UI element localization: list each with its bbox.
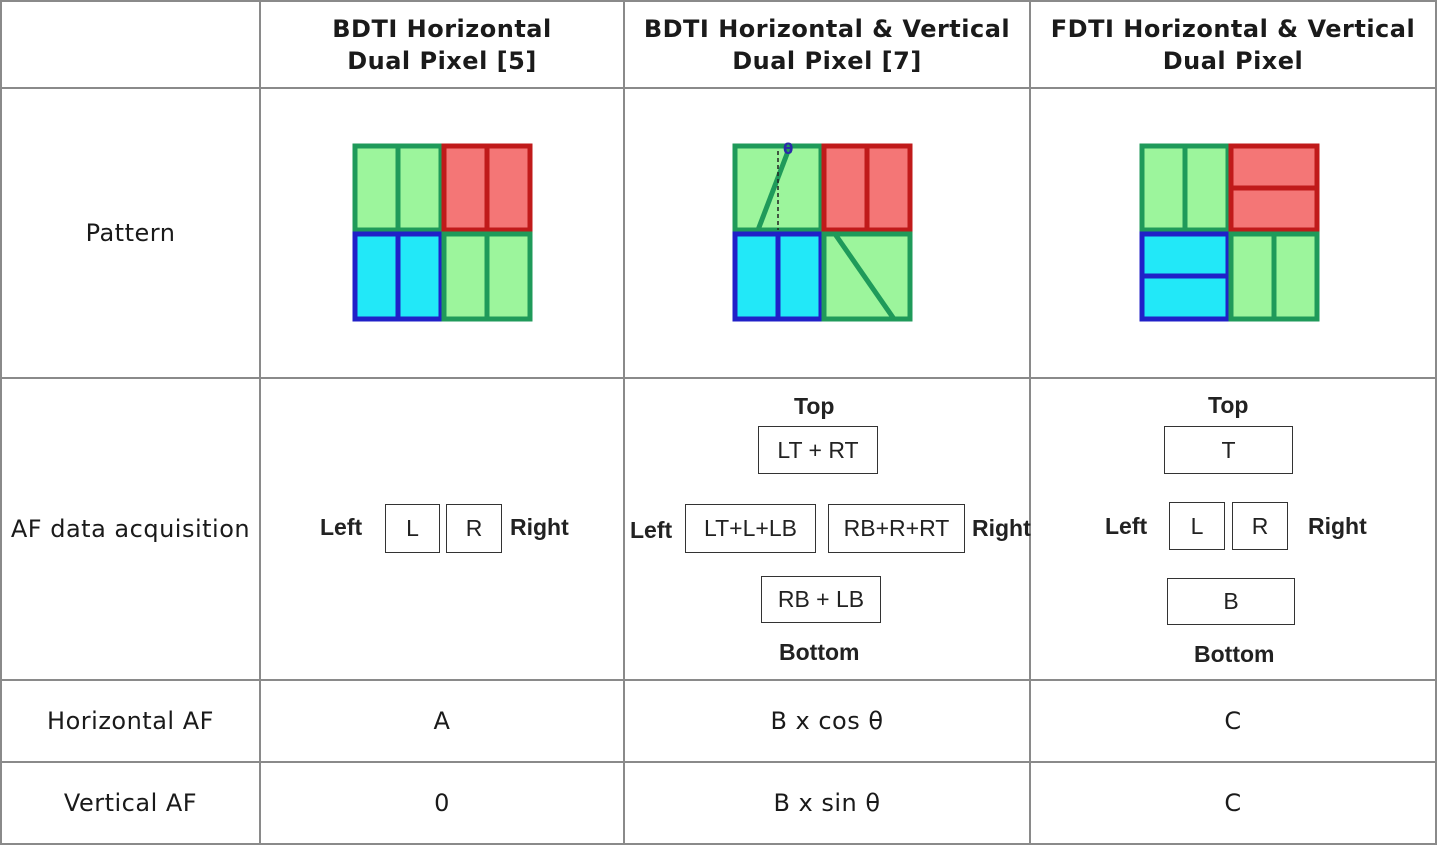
pattern-bdti-horizontal: [352, 143, 533, 322]
col3-box-r: R: [1232, 502, 1288, 550]
col3-box-l: L: [1169, 502, 1225, 550]
col3-top-label: Top: [1208, 392, 1249, 418]
col1-box-l: L: [385, 504, 440, 553]
col2-bottom-label: Bottom: [779, 639, 860, 665]
horizontal-af-col2: B x cos θ: [770, 707, 884, 735]
col1-left-label: Left: [320, 514, 363, 540]
header-col1: BDTI Horizontal Dual Pixel [5]: [332, 14, 552, 75]
row-label-af-data: AF data acquisition: [10, 515, 251, 543]
col3-box-top: T: [1164, 426, 1293, 474]
vertical-af-col3: C: [1224, 789, 1242, 817]
table-border-left: [0, 0, 2, 845]
col3-left-label: Left: [1105, 513, 1148, 539]
col2-top-label: Top: [794, 393, 835, 419]
table-border-right: [1435, 0, 1437, 845]
col2-box-bottom: RB + LB: [761, 576, 881, 623]
col2-left-label: Left: [630, 517, 673, 543]
col-divider-2: [623, 0, 625, 845]
col3-bottom-label: Bottom: [1194, 641, 1275, 667]
col3-box-bottom: B: [1167, 578, 1295, 625]
row-label-vertical-af: Vertical AF: [63, 789, 198, 817]
col2-box-right: RB+R+RT: [828, 504, 965, 553]
row-divider-af-data: [0, 679, 1437, 681]
table-border-top: [0, 0, 1437, 2]
row-label-pattern: Pattern: [85, 219, 176, 247]
col2-box-left: LT+L+LB: [685, 504, 816, 553]
col2-box-top: LT + RT: [758, 426, 878, 474]
col-divider-3: [1029, 0, 1031, 845]
header-col3: FDTI Horizontal & Vertical Dual Pixel: [1050, 14, 1416, 75]
table-border-bottom: [0, 843, 1437, 845]
col1-box-r: R: [446, 504, 502, 553]
pattern-bdti-horizontal-vertical: [732, 143, 913, 322]
vertical-af-col1: 0: [434, 789, 450, 817]
row-divider-horizontal: [0, 761, 1437, 763]
col-divider-1: [259, 0, 261, 845]
col2-right-label: Right: [972, 515, 1031, 541]
horizontal-af-col3: C: [1224, 707, 1242, 735]
horizontal-af-col1: A: [433, 707, 451, 735]
header-col2: BDTI Horizontal & Vertical Dual Pixel [7…: [643, 14, 1011, 75]
vertical-af-col2: B x sin θ: [773, 789, 881, 817]
col1-right-label: Right: [510, 514, 569, 540]
col3-right-label: Right: [1308, 513, 1367, 539]
pattern-fdti-horizontal-vertical: [1139, 143, 1320, 322]
theta-symbol: θ: [783, 140, 794, 158]
row-divider-header: [0, 87, 1437, 89]
row-label-horizontal-af: Horizontal AF: [47, 707, 214, 735]
row-divider-pattern: [0, 377, 1437, 379]
